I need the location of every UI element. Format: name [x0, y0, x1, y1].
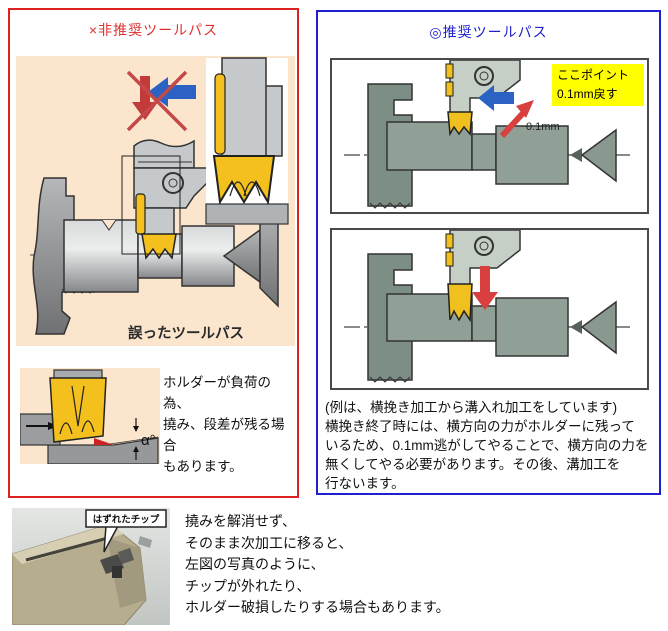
- point-callout: ここポイント 0.1mm戻す: [552, 64, 644, 106]
- feed-arrow-blue: [478, 85, 514, 111]
- callout-line: ここポイント: [557, 68, 630, 82]
- recommended-panel: ◎推奨ツールパス 0.1mm: [316, 10, 661, 495]
- note-line: もあります。: [163, 459, 243, 474]
- holder-screw: [474, 236, 494, 256]
- insert-strip-top: [445, 63, 454, 79]
- chuck-serration: [369, 376, 411, 383]
- description-line: いるため、0.1mm逃がしてやることで、横方向の力を: [325, 438, 649, 453]
- wrong-toolpath-diagram: 誤ったツールパス: [16, 56, 295, 346]
- inset-insert-head: [212, 155, 276, 205]
- inset-insert-strip: [214, 73, 226, 155]
- insert-strip-top: [445, 233, 454, 249]
- not-recommended-title: ×非推奨ツールパス: [88, 22, 219, 38]
- warning-line: 左図の写真のように、: [185, 556, 325, 572]
- tip-shadow: [112, 566, 122, 578]
- center-hole: [570, 148, 582, 162]
- warning-line: 撓みを解消せず、: [185, 513, 297, 529]
- insert-strip-bottom: [445, 251, 454, 267]
- retract-distance-label: 0.1mm: [526, 121, 560, 133]
- holder-top-face: [12, 524, 124, 564]
- holder-screw: [474, 66, 494, 86]
- step2-diagram: [344, 230, 634, 383]
- workpiece-notch: [101, 219, 117, 231]
- surface-reference-line: [109, 436, 159, 445]
- holder-slot: [25, 536, 109, 562]
- recommended-description: (例は、横挽き加工から溝入れ加工をしています) 横挽き終了時には、横方向の力がホ…: [325, 398, 648, 493]
- workpiece-small-shaft: [471, 133, 497, 171]
- holder-screw-center: [168, 178, 178, 188]
- holder-upper: [133, 139, 195, 169]
- warning-line: ホルダー破損したりする場合もあります。: [185, 599, 450, 615]
- callout-box: [85, 509, 167, 528]
- grooving-insert: [447, 111, 473, 137]
- chuck-serration: [369, 202, 411, 209]
- retract-arrow-head: [516, 100, 534, 118]
- deflection-step-diagram: α°: [20, 368, 160, 464]
- description-line: (例は、横挽き加工から溝入れ加工をしています): [325, 400, 618, 415]
- step1-diagram: 0.1mm: [344, 60, 634, 209]
- insert-tilted: [49, 377, 107, 443]
- holder-screw-center: [479, 241, 489, 251]
- inset-workpiece: [205, 203, 289, 225]
- insert-inset-view: [205, 57, 289, 225]
- workpiece-small-shaft: [471, 305, 497, 342]
- warning-line: そのまま次加工に移ると、: [185, 534, 353, 551]
- insert-strip: [135, 193, 146, 235]
- tip-fragment: [118, 548, 134, 564]
- insert-detail-lines: [59, 385, 95, 435]
- inset-holder-bar: [221, 57, 267, 159]
- holder-shank: [143, 207, 175, 236]
- inset-source-box: [121, 155, 181, 255]
- plunge-arrow-red: [472, 266, 498, 310]
- not-recommended-panel: ×非推奨ツールパス: [8, 8, 299, 498]
- prohibited-x-mark: [126, 70, 188, 132]
- tool-holder: [449, 60, 521, 116]
- note-line: 撓み、段差が残る場合: [163, 417, 285, 453]
- broken-tip-photo: はずれたチップ: [12, 508, 170, 625]
- retract-arrow-shaft: [499, 109, 527, 139]
- plunge-arrow-red: [132, 76, 158, 120]
- callout-line: 0.1mm戻す: [557, 87, 618, 101]
- step-dimension-arrowheads: [133, 426, 139, 452]
- workpiece-large-cylinder: [63, 219, 139, 293]
- recommended-step1-image: 0.1mm ここポイント 0.1mm戻す: [330, 58, 649, 214]
- description-line: 無くしてやる必要があります。その後、溝加工を: [325, 457, 621, 472]
- recommended-title: ◎推奨ツールパス: [429, 24, 548, 40]
- warning-text: 撓みを解消せず、 そのまま次加工に移ると、 左図の写真のように、 チップが外れた…: [185, 511, 450, 619]
- warning-line: チップが外れたり、: [185, 577, 311, 594]
- center-hole: [570, 320, 582, 334]
- alpha-angle-label: α°: [141, 432, 156, 449]
- holder-screw: [162, 172, 184, 194]
- insert-strip-bottom: [445, 81, 454, 97]
- tailstock-cone: [580, 300, 617, 355]
- recommended-step2-image: [330, 228, 649, 390]
- photo-debris: [138, 536, 152, 548]
- grooving-insert: [447, 283, 473, 323]
- inset-insert-detail: [229, 181, 261, 197]
- workpiece-right-cylinder: [495, 125, 569, 185]
- note-line: ホルダーが負荷の為、: [163, 375, 271, 411]
- step-wedge-red: [94, 438, 114, 445]
- workpiece-right-cylinder: [495, 297, 569, 357]
- detached-tip-callout-label: はずれたチップ: [93, 514, 160, 526]
- holder-screw-center: [479, 71, 489, 81]
- description-line: 行ないます。: [325, 476, 405, 491]
- wrong-toolpath-caption: 誤ったツールパス: [128, 324, 244, 342]
- description-line: 横挽き終了時には、横方向の力がホルダーに残って: [325, 419, 635, 434]
- tailstock-cone: [580, 128, 617, 183]
- holder-load-note: ホルダーが負荷の為、 撓み、段差が残る場合 もあります。: [163, 372, 297, 477]
